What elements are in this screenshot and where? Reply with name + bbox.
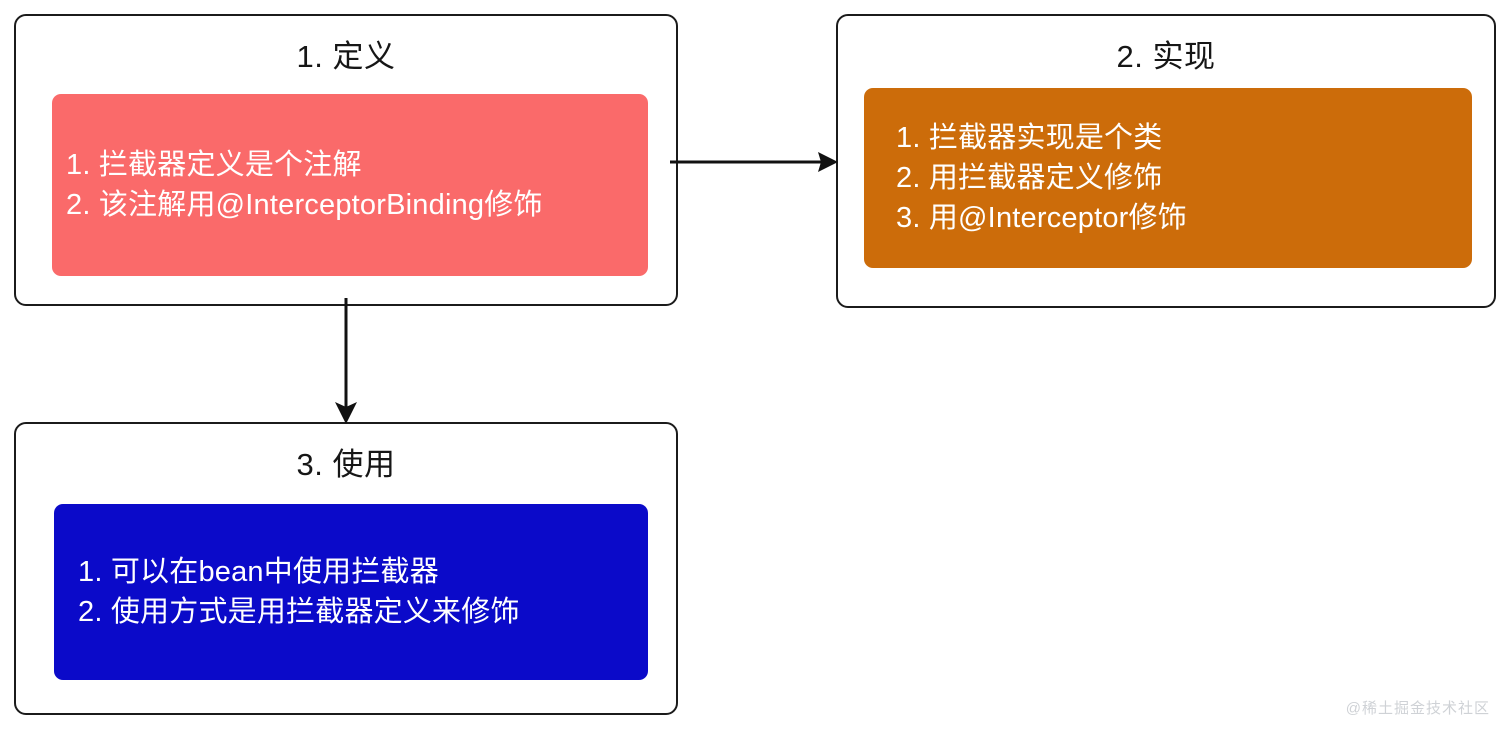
usage-line-2: 2. 使用方式是用拦截器定义来修饰 <box>78 596 520 628</box>
process-box-define: 1. 定义 1. 拦截器定义是个注解 2. 该注解用@InterceptorBi… <box>14 14 678 306</box>
arrow-down-icon <box>335 298 357 424</box>
define-line-2: 2. 该注解用@InterceptorBinding修饰 <box>66 189 543 221</box>
implementation-line-1: 1. 拦截器实现是个类 <box>896 122 1163 154</box>
process-box-define-panel: 1. 拦截器定义是个注解 2. 该注解用@InterceptorBinding修… <box>52 94 648 276</box>
watermark-text: @稀土掘金技术社区 <box>1345 700 1490 717</box>
define-line-1: 1. 拦截器定义是个注解 <box>66 149 362 181</box>
implementation-line-2: 2. 用拦截器定义修饰 <box>896 162 1163 194</box>
process-box-implementation: 2. 实现 1. 拦截器实现是个类 2. 用拦截器定义修饰 3. 用@Inter… <box>836 14 1496 308</box>
usage-line-1: 1. 可以在bean中使用拦截器 <box>78 556 439 588</box>
process-box-implementation-title: 2. 实现 <box>1116 39 1216 74</box>
implementation-line-3: 3. 用@Interceptor修饰 <box>896 202 1187 234</box>
process-box-usage-title: 3. 使用 <box>296 447 396 482</box>
process-box-define-title: 1. 定义 <box>296 39 396 74</box>
process-box-usage-panel: 1. 可以在bean中使用拦截器 2. 使用方式是用拦截器定义来修饰 <box>54 504 648 680</box>
process-box-implementation-panel: 1. 拦截器实现是个类 2. 用拦截器定义修饰 3. 用@Interceptor… <box>864 88 1472 268</box>
process-box-usage: 3. 使用 1. 可以在bean中使用拦截器 2. 使用方式是用拦截器定义来修饰 <box>14 422 678 715</box>
arrow-right-icon <box>670 152 838 172</box>
